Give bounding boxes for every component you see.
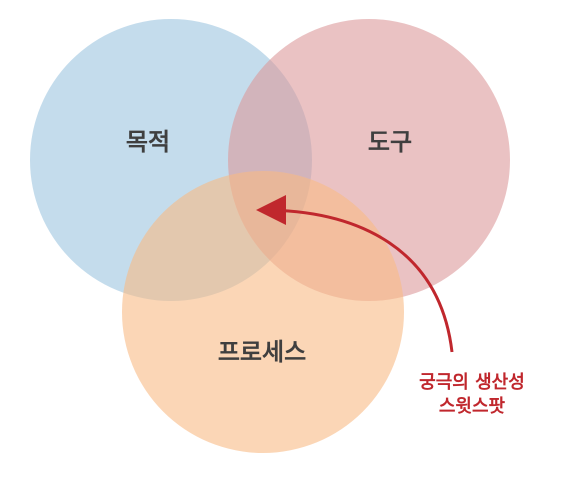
annotation-line1: 궁극의 생산성 <box>419 372 525 393</box>
tools-label: 도구 <box>368 128 412 156</box>
sweet-spot-arrow <box>256 195 454 353</box>
process-circle <box>122 171 404 453</box>
purpose-label: 목적 <box>126 128 170 156</box>
process-label: 프로세스 <box>218 338 306 366</box>
annotation-line2: 스윗스팟 <box>439 396 506 417</box>
